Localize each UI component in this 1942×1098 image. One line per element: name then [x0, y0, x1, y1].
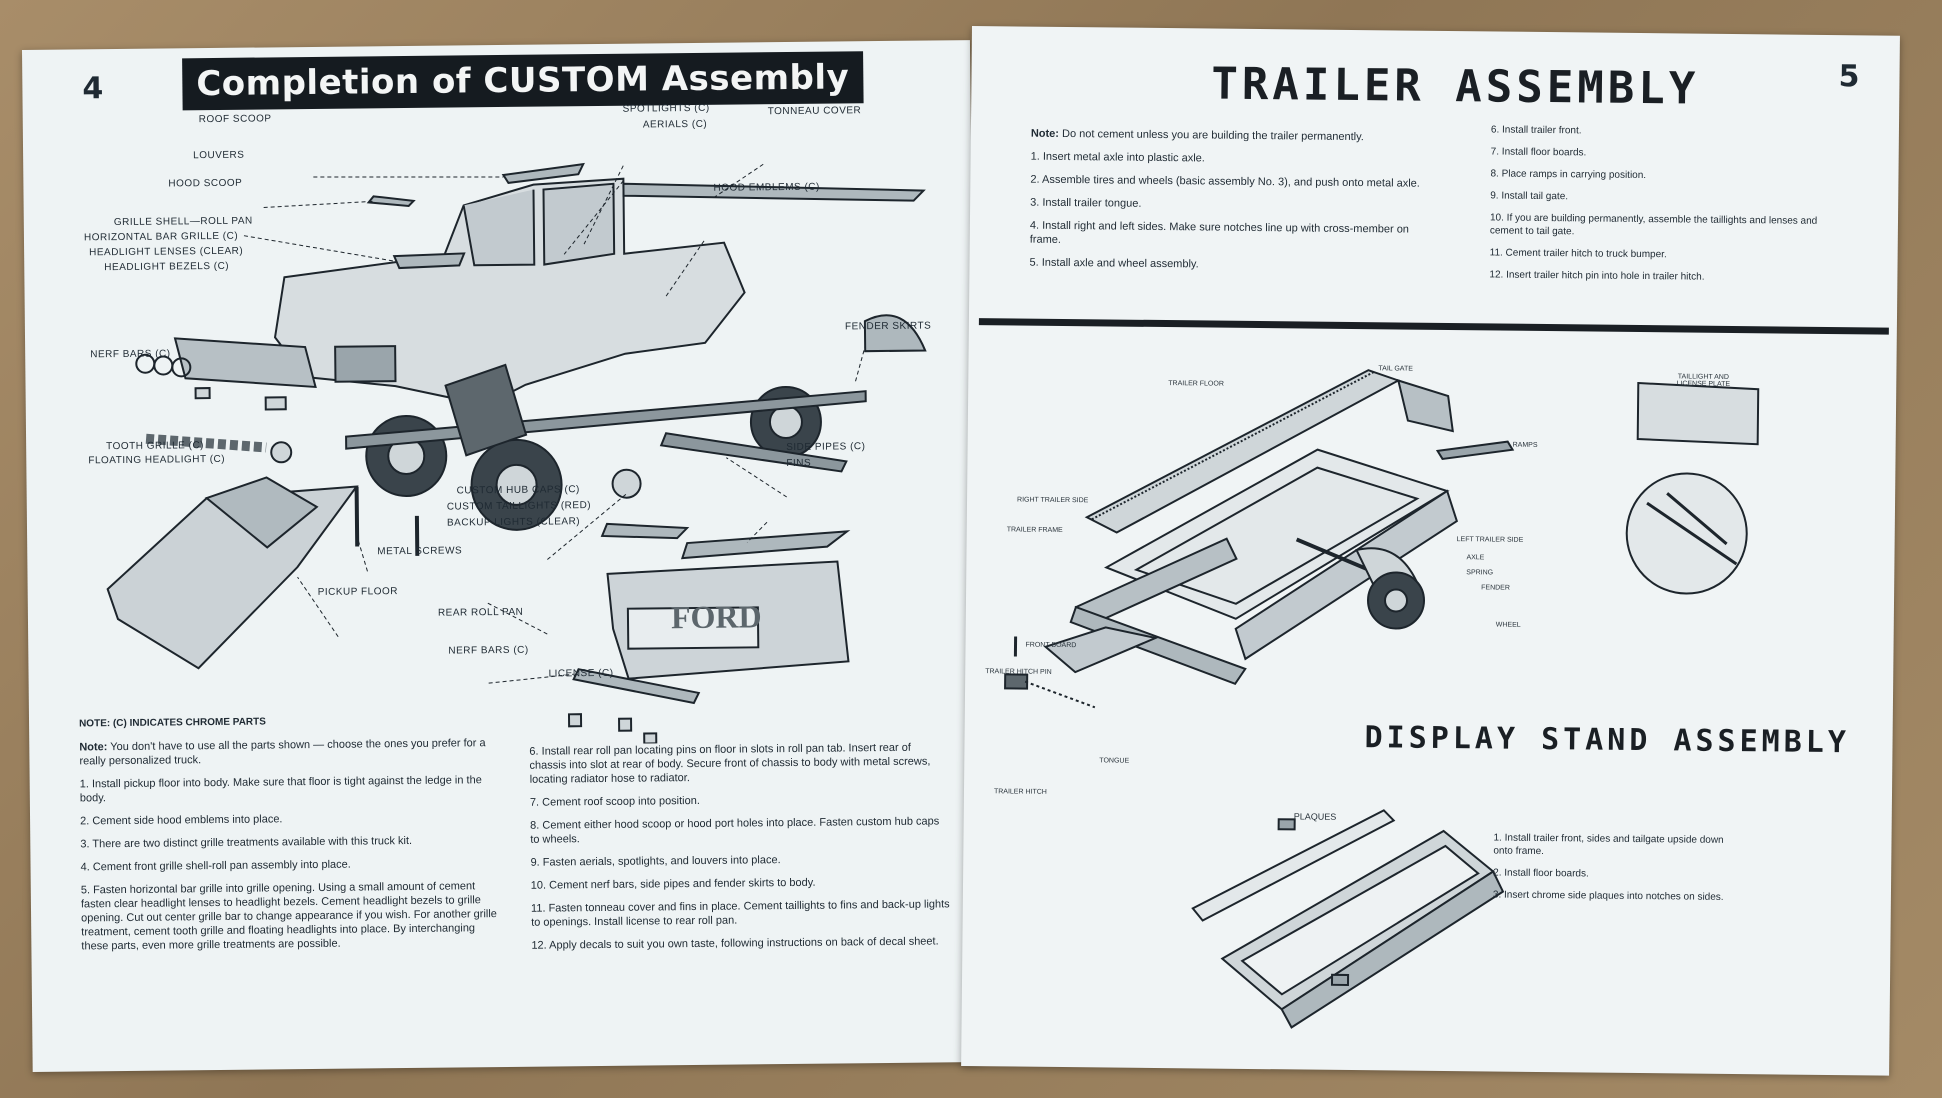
callout-nerf-bars-rear: NERF BARS (C) — [448, 644, 529, 657]
trailer-step-2: 2. Assemble tires and wheels (basic asse… — [1030, 173, 1420, 190]
stand-step-2: 2. Install floor boards. — [1493, 867, 1589, 880]
trailer-step-3: 3. Install trailer tongue. — [1030, 196, 1142, 210]
callout-louvers: LOUVERS — [193, 149, 245, 162]
page-number: 5 — [1838, 59, 1860, 95]
custom-step-4: 4. Cement front grille shell-roll pan as… — [80, 858, 351, 874]
trailer-note: Note: Do not cement unless you are build… — [1030, 127, 1364, 144]
left-instructions-column-1: NOTE: (C) INDICATES CHROME PARTS Note: Y… — [79, 713, 502, 962]
stand-step-1: 1. Install trailer front, sides and tail… — [1493, 832, 1724, 858]
trailer-exploded-diagram — [1004, 369, 1760, 709]
custom-step-6: 6. Install rear roll pan locating pins o… — [529, 741, 931, 786]
custom-note: Note: You don't have to use all the part… — [79, 737, 486, 768]
callout-taillight-license-plate: TAILLIGHT AND LICENSE PLATE — [1676, 373, 1731, 388]
trailer-step-9: 9. Install tail gate. — [1490, 190, 1569, 203]
trailer-step-6: 6. Install trailer front. — [1490, 124, 1582, 137]
callout-tonneau-cover: TONNEAU COVER — [767, 105, 862, 118]
trailer-step-12: 12. Insert trailer hitch pin into hole i… — [1489, 269, 1705, 283]
callout-front-board: FRONT BOARD — [1025, 641, 1077, 650]
callout-hood-scoop: HOOD SCOOP — [168, 177, 243, 190]
callout-license: LICENSE (C) — [548, 667, 614, 680]
right-instruction-page: TRAILER ASSEMBLY 5 Note: Do not cement u… — [961, 26, 1900, 1076]
callout-trailer-frame: TRAILER FRAME — [1006, 526, 1063, 534]
callout-ramps: RAMPS — [1512, 441, 1538, 449]
trailer-assembly-title: TRAILER ASSEMBLY — [1211, 58, 1700, 115]
trailer-step-5: 5. Install axle and wheel assembly. — [1029, 256, 1199, 271]
callout-custom-hub-caps: CUSTOM HUB CAPS (C) — [456, 484, 580, 497]
callout-tooth-grille: TOOTH GRILLE (C) — [106, 440, 205, 453]
callout-roof-scoop: ROOF SCOOP — [198, 113, 272, 126]
custom-step-1: 1. Install pickup floor into body. Make … — [79, 774, 482, 805]
custom-step-12: 12. Apply decals to suit you own taste, … — [531, 935, 939, 952]
trailer-instructions-column-2: 6. Install trailer front. 7. Install flo… — [1489, 123, 1851, 294]
callout-custom-taillights: CUSTOM TAILLIGHTS (Red) — [446, 500, 592, 513]
callout-metal-screws: METAL SCREWS — [377, 545, 463, 558]
callout-fender-skirts: FENDER SKIRTS — [844, 320, 932, 333]
callout-headlight-lenses: HEADLIGHT LENSES (Clear) — [89, 245, 244, 259]
callout-trailer-hitch-pin: TRAILER HITCH PIN — [985, 668, 1052, 676]
callout-fins: FINS — [786, 457, 812, 470]
display-stand-diagram — [1191, 809, 1505, 1029]
left-instruction-page: 4 Completion of CUSTOM Assembly — [22, 40, 981, 1072]
trailer-step-10: 10. If you are building permanently, ass… — [1489, 212, 1818, 238]
callout-trailer-floor: TRAILER FLOOR — [1168, 380, 1224, 388]
custom-step-9: 9. Fasten aerials, spotlights, and louve… — [530, 854, 781, 869]
callout-left-trailer-side: LEFT TRAILER SIDE — [1456, 536, 1524, 544]
tailgate-lettering: FORD — [671, 598, 762, 635]
callout-spring: SPRING — [1466, 569, 1494, 577]
left-instructions-column-2: 6. Install rear roll pan locating pins o… — [529, 740, 951, 961]
callout-axle: AXLE — [1466, 554, 1485, 562]
page-number: 4 — [82, 71, 104, 107]
trailer-step-8: 8. Place ramps in carrying position. — [1490, 168, 1647, 182]
callout-tongue: TONGUE — [1099, 757, 1130, 765]
callout-spotlights: SPOTLIGHTS (C) — [622, 102, 710, 115]
callout-plaques: PLAQUES — [1293, 811, 1337, 822]
callout-wheel: WHEEL — [1495, 621, 1521, 629]
callout-grille-shell: GRILLE SHELL—ROLL PAN — [113, 215, 253, 229]
callout-rear-roll-pan: REAR ROLL PAN — [437, 606, 524, 619]
callout-horizontal-bar-grille: HORIZONTAL BAR GRILLE (C) — [83, 230, 239, 244]
callout-headlight-bezels: HEADLIGHT BEZELS (C) — [104, 260, 230, 274]
callout-nerf-bars-front: NERF BARS (C) — [90, 348, 171, 361]
trailer-step-1: 1. Insert metal axle into plastic axle. — [1030, 150, 1205, 165]
stand-step-3: 3. Insert chrome side plaques into notch… — [1492, 889, 1724, 903]
callout-tail-gate: TAIL GATE — [1378, 365, 1413, 373]
callout-right-trailer-side: RIGHT TRAILER SIDE — [1017, 496, 1089, 505]
callout-fender: FENDER — [1481, 584, 1510, 592]
custom-step-8: 8. Cement either hood scoop or hood port… — [530, 815, 940, 846]
trailer-step-7: 7. Install floor boards. — [1490, 146, 1587, 159]
callout-backup-lights: BACKUP LIGHTS (Clear) — [446, 516, 581, 529]
display-stand-instructions: 1. Install trailer front, sides and tail… — [1493, 832, 1734, 914]
custom-step-5: 5. Fasten horizontal bar grille into gri… — [80, 880, 497, 953]
trailer-step-11: 11. Cement trailer hitch to truck bumper… — [1489, 247, 1667, 261]
trailer-instructions-column-1: Note: Do not cement unless you are build… — [1029, 127, 1431, 283]
section-divider — [978, 318, 1889, 335]
callout-pickup-floor: PICKUP FLOOR — [317, 586, 399, 598]
callout-side-pipes: SIDE PIPES (C) — [786, 441, 866, 454]
chrome-parts-note: NOTE: (C) INDICATES CHROME PARTS — [79, 716, 266, 730]
display-stand-title: DISPLAY STAND ASSEMBLY — [1364, 720, 1851, 761]
custom-step-10: 10. Cement nerf bars, side pipes and fen… — [530, 876, 816, 892]
custom-truck-exploded-diagram: FORD — [106, 162, 927, 745]
custom-step-7: 7. Cement roof scoop into position. — [529, 794, 700, 809]
custom-step-11: 11. Fasten tonneau cover and fins in pla… — [530, 898, 950, 929]
callout-trailer-hitch: TRAILER HITCH — [993, 788, 1047, 796]
callout-hood-emblems: HOOD EMBLEMS (C) — [713, 181, 820, 194]
callout-aerials: AERIALS (C) — [642, 118, 708, 131]
custom-step-2: 2. Cement side hood emblems into place. — [80, 813, 283, 828]
trailer-step-4: 4. Install right and left sides. Make su… — [1029, 219, 1410, 246]
callout-floating-headlight: FLOATING HEADLIGHT (C) — [88, 453, 226, 467]
custom-step-3: 3. There are two distinct grille treatme… — [80, 834, 413, 851]
